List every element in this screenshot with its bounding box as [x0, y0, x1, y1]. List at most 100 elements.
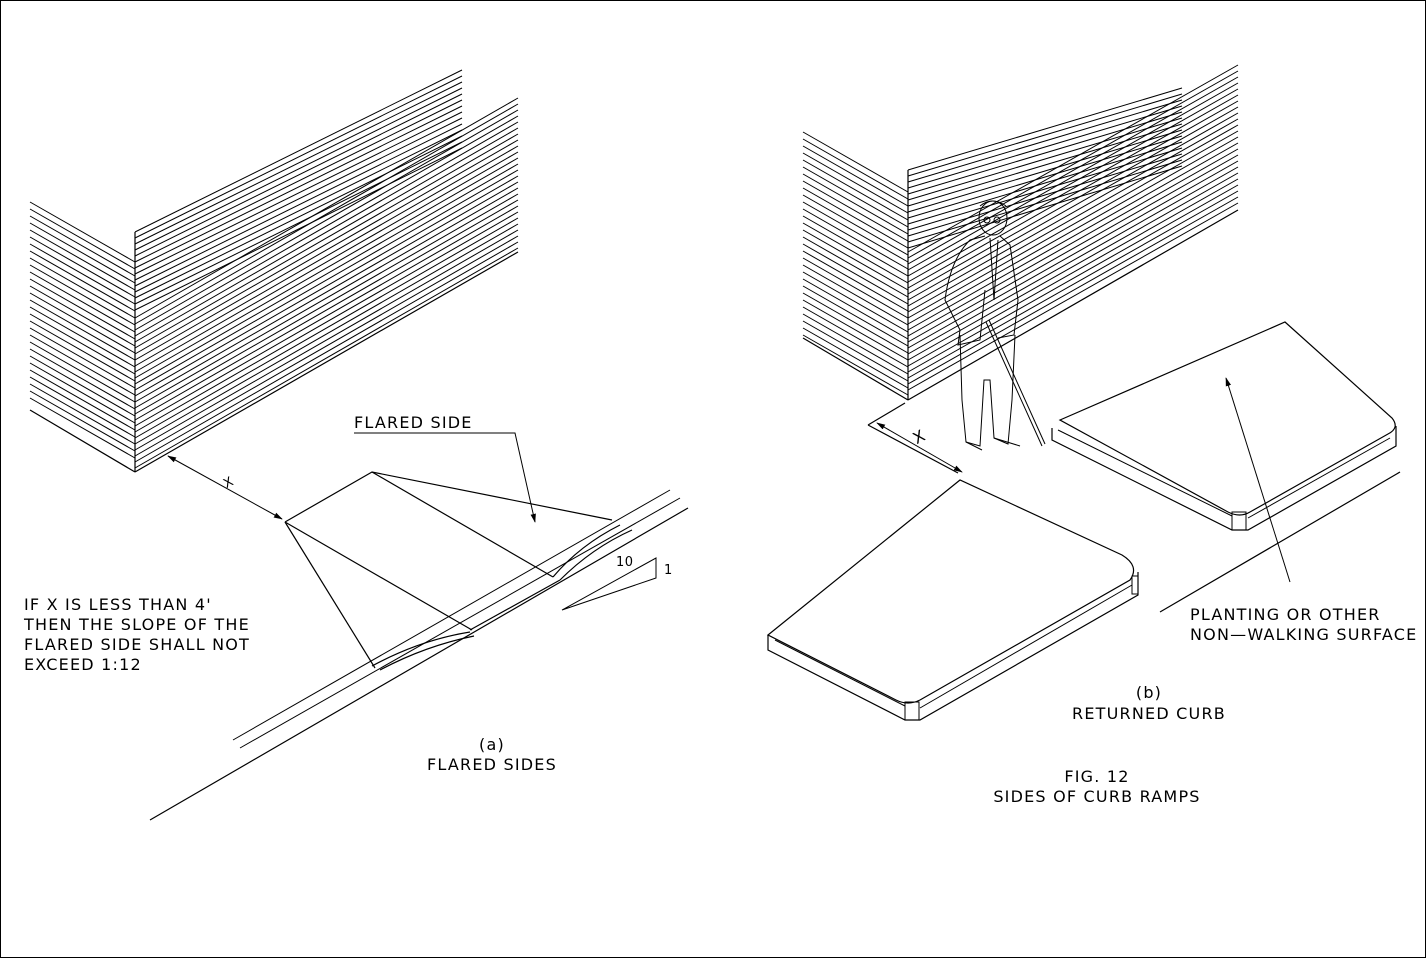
- facade-hatch-line: [29, 285, 136, 347]
- facade-hatch-line: [907, 159, 1183, 243]
- facade-hatch-line: [907, 87, 1183, 171]
- facade-hatch-line: [907, 124, 1239, 313]
- facade-hatch-line: [907, 100, 1239, 289]
- note-line: IF X IS LESS THAN 4': [24, 595, 212, 614]
- facade-hatch-line: [134, 123, 463, 287]
- callout-line: NON—WALKING SURFACE: [1190, 625, 1417, 644]
- facade-hatch-line: [907, 196, 1239, 385]
- facade-hatch-line: [907, 99, 1183, 183]
- panel-b-building: [802, 64, 1239, 401]
- facade-hatch-line: [907, 142, 1239, 331]
- facade-hatch-line: [29, 390, 136, 452]
- facade-hatch-line: [134, 75, 463, 239]
- facade-hatch-line: [134, 205, 519, 427]
- facade-hatch-line: [134, 87, 463, 251]
- facade-hatch-line: [134, 139, 519, 361]
- panel-a-caption: FLARED SIDES: [427, 755, 557, 774]
- facade-hatch-line: [907, 111, 1183, 195]
- facade-hatch-line: [907, 82, 1239, 271]
- facade-hatch-line: [802, 229, 909, 291]
- facade-hatch-line: [29, 313, 136, 375]
- facade-hatch-line: [29, 341, 136, 403]
- facade-hatch-line: [134, 127, 519, 349]
- facade-hatch-line: [802, 152, 909, 214]
- facade-hatch-line: [134, 223, 519, 445]
- panel-b-dimension-x: X: [910, 425, 930, 447]
- facade-hatch-line: [134, 141, 463, 305]
- facade-hatch-line: [907, 136, 1239, 325]
- facade-hatch-line: [907, 148, 1239, 337]
- planting-area-right: [1058, 321, 1396, 516]
- facade-hatch-line: [802, 257, 909, 319]
- panel-b-callout: PLANTING OR OTHER NON—WALKING SURFACE: [1190, 605, 1417, 644]
- facade-hatch-line: [29, 362, 136, 424]
- facade-hatch-line: [29, 397, 136, 459]
- panel-a-building: [29, 69, 519, 473]
- note-line: EXCEED 1:12: [24, 655, 142, 674]
- facade-hatch-line: [134, 109, 519, 331]
- facade-hatch-line: [907, 141, 1183, 225]
- facade-hatch-line: [134, 117, 463, 281]
- facade-hatch-line: [802, 215, 909, 277]
- facade-hatch-line: [802, 187, 909, 249]
- figure-number: FIG. 12: [1064, 767, 1129, 786]
- facade-hatch-line: [134, 169, 519, 391]
- facade-hatch-line: [134, 99, 463, 263]
- facade-hatch-line: [134, 187, 519, 409]
- panel-a-slope-rise: 1: [664, 563, 673, 578]
- facade-hatch-line: [29, 348, 136, 410]
- facade-hatch-line: [134, 103, 519, 325]
- panel-a-callout-flared-side: FLARED SIDE: [354, 413, 473, 432]
- facade-hatch-line: [134, 211, 519, 433]
- facade-hatch-line: [802, 250, 909, 312]
- facade-hatch-line: [802, 145, 909, 207]
- facade-hatch-line: [802, 208, 909, 270]
- facade-hatch-line: [907, 160, 1239, 349]
- facade-hatch-line: [907, 147, 1183, 231]
- facade-hatch-line: [29, 320, 136, 382]
- facade-hatch-line: [134, 181, 519, 403]
- facade-hatch-line: [802, 313, 909, 375]
- facade-hatch-line: [802, 201, 909, 263]
- facade-hatch-line: [907, 106, 1239, 295]
- facade-hatch-line: [29, 369, 136, 431]
- facade-hatch-line: [907, 153, 1183, 237]
- facade-hatch-line: [802, 131, 909, 193]
- facade-hatch-line: [802, 271, 909, 333]
- facade-hatch-line: [802, 222, 909, 284]
- facade-hatch-line: [134, 175, 519, 397]
- panel-a-ramp: [149, 432, 689, 821]
- facade-hatch-line: [907, 130, 1239, 319]
- facade-hatch-line: [134, 151, 519, 373]
- facade-hatch-line: [907, 70, 1239, 259]
- facade-hatch-line: [134, 145, 519, 367]
- note-line: FLARED SIDE SHALL NOT: [24, 635, 250, 654]
- facade-hatch-line: [802, 327, 909, 389]
- facade-hatch-line: [802, 264, 909, 326]
- facade-hatch-line: [802, 194, 909, 256]
- facade-hatch-line: [134, 93, 463, 257]
- facade-hatch-line: [29, 257, 136, 319]
- facade-hatch-line: [907, 202, 1239, 391]
- facade-hatch-line: [29, 208, 136, 270]
- facade-hatch-line: [29, 215, 136, 277]
- facade-hatch-line: [907, 129, 1183, 213]
- facade-hatch-line: [907, 135, 1183, 219]
- facade-hatch-line: [134, 69, 463, 233]
- facade-hatch-line: [802, 159, 909, 221]
- facade-hatch-line: [802, 278, 909, 340]
- panel-a-dimension-x: X: [221, 474, 236, 492]
- facade-hatch-line: [907, 172, 1239, 361]
- facade-hatch-line: [29, 264, 136, 326]
- facade-hatch-line: [802, 306, 909, 368]
- panel-b-letter: (b): [1136, 683, 1162, 702]
- facade-hatch-line: [802, 320, 909, 382]
- facade-hatch-line: [907, 178, 1239, 367]
- facade-hatch-line: [134, 105, 463, 269]
- facade-hatch-line: [907, 165, 1183, 249]
- facade-hatch-line: [907, 94, 1239, 283]
- facade-hatch-line: [29, 306, 136, 368]
- facade-hatch-line: [907, 190, 1239, 379]
- facade-hatch-line: [134, 217, 519, 439]
